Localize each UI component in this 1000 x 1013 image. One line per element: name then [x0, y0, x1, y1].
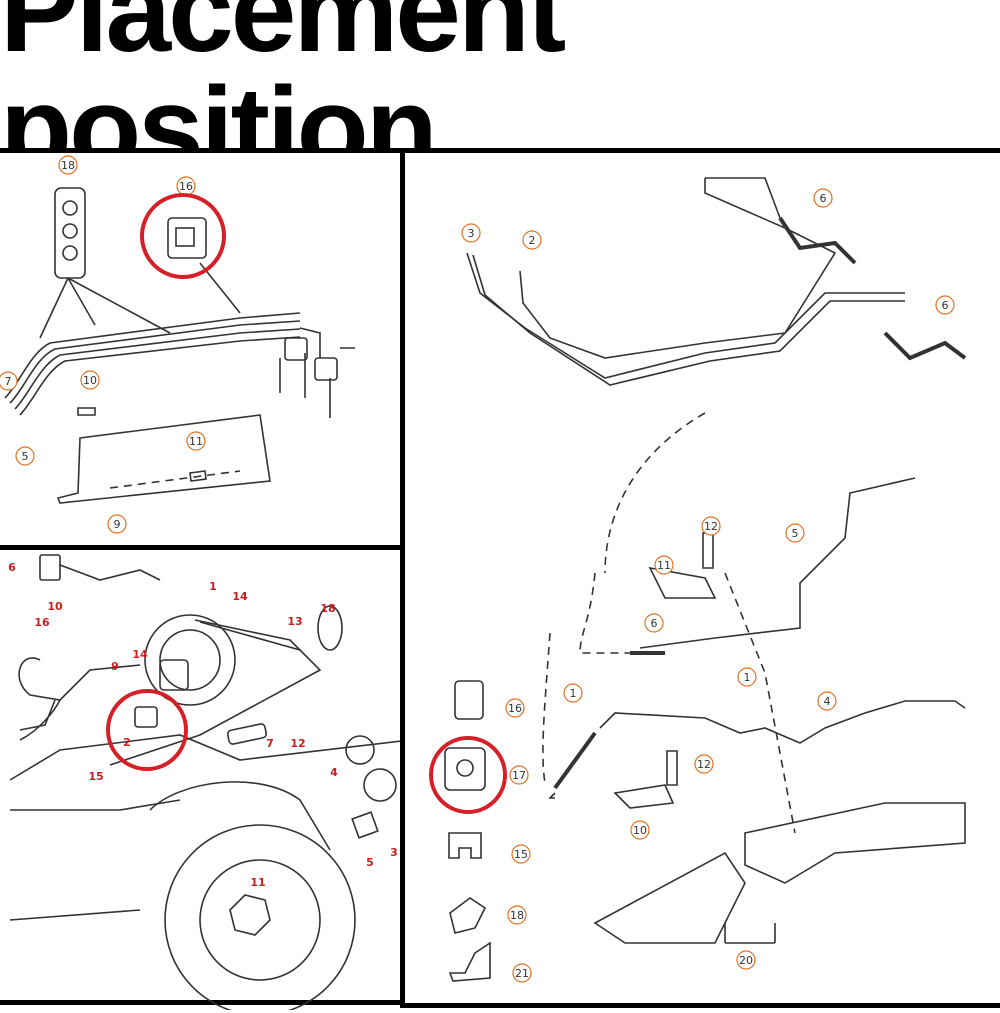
callout-label: 7 [5, 375, 12, 388]
callout-label: 4 [824, 695, 831, 708]
callout-label: 12 [697, 758, 711, 771]
callout-label: 2 [123, 736, 131, 749]
callout-label: 3 [390, 846, 398, 859]
callout-label: 2 [529, 234, 536, 247]
callout-label: 9 [114, 518, 121, 531]
diagram-right: 3 2 6 6 12 5 11 6 1 1 4 16 17 12 10 15 1… [429, 177, 967, 983]
callout-label: 13 [287, 615, 302, 628]
callout-label: 10 [83, 374, 97, 387]
callout-label: 4 [330, 766, 338, 779]
diagram-bottom-left: 6 10 1 14 13 18 16 14 9 2 12 7 15 4 3 5 … [8, 554, 410, 1010]
callout-label: 10 [47, 600, 63, 613]
callout-label: 11 [250, 876, 265, 889]
callout-label: 6 [820, 192, 827, 205]
diagram-top-left: 18 16 7 5 10 11 9 [0, 155, 355, 534]
panel-right-diagram: 3 2 6 6 12 5 11 6 1 1 4 16 17 12 10 15 1… [400, 148, 1000, 1008]
callout-label: 1 [570, 687, 577, 700]
callout-label: 15 [88, 770, 103, 783]
callout-label: 20 [739, 954, 753, 967]
callout-label: 1 [209, 580, 217, 593]
callout-label: 15 [514, 848, 528, 861]
panel-bottom-left-diagram: 6 10 1 14 13 18 16 14 9 2 12 7 15 4 3 5 … [0, 545, 410, 1010]
callout-label: 21 [515, 967, 529, 980]
callout-label: 10 [633, 824, 647, 837]
highlight-circle [429, 736, 507, 814]
highlight-circle [140, 193, 226, 279]
callout-label: 18 [320, 602, 335, 615]
callout-label: 5 [792, 527, 799, 540]
callout-label: 18 [510, 909, 524, 922]
callout-label: 12 [290, 737, 305, 750]
callout-label: 9 [111, 660, 119, 673]
callout-label: 14 [232, 590, 248, 603]
callout-label: 17 [512, 769, 526, 782]
callout-label: 16 [179, 180, 193, 193]
callout-label: 7 [266, 737, 274, 750]
callout-label: 5 [366, 856, 374, 869]
callout-label: 11 [189, 435, 203, 448]
callout-label: 1 [744, 671, 751, 684]
callout-label: 6 [942, 299, 949, 312]
callout-label: 11 [657, 559, 671, 572]
callout-label: 3 [468, 227, 475, 240]
callout-label: 18 [61, 159, 75, 172]
callout-label: 14 [132, 648, 148, 661]
panel-top-left-diagram: 18 16 7 5 10 11 9 [0, 148, 405, 550]
highlight-circle [106, 689, 188, 771]
callout-label: 6 [8, 561, 16, 574]
callout-label: 12 [704, 520, 718, 533]
callout-label: 16 [508, 702, 522, 715]
callout-label: 5 [22, 450, 29, 463]
callout-label: 6 [651, 617, 658, 630]
page-title: Placement position [0, 0, 566, 195]
callout-label: 16 [34, 616, 50, 629]
